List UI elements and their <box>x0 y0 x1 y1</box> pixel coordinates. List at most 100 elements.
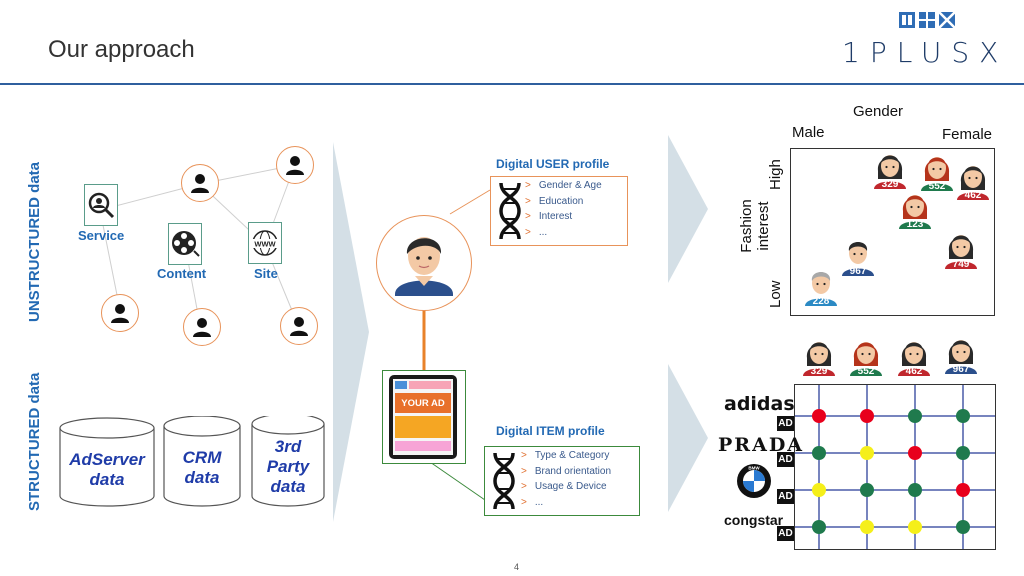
user-avatar: 967 <box>941 334 981 376</box>
matrix-dot <box>908 483 922 497</box>
person-icon <box>286 156 304 175</box>
user-node <box>101 294 139 332</box>
user-node <box>276 146 314 184</box>
item-profile-list: >Type & Category >Brand orientation >Usa… <box>521 448 611 510</box>
unstructured-data-label: UNSTRUCTURED data <box>26 161 43 322</box>
user-avatar: 462 <box>894 336 934 378</box>
matrix-dot <box>860 520 874 534</box>
site-label: Site <box>254 266 278 281</box>
matrix-dot <box>860 483 874 497</box>
svg-text:BMW: BMW <box>748 466 760 471</box>
person-icon <box>290 317 308 336</box>
woman-avatar-icon <box>803 342 835 376</box>
matrix-dot <box>908 446 922 460</box>
brand-congstar: congstar <box>724 512 784 528</box>
matrix-dot <box>956 446 970 460</box>
matrix-dot <box>860 446 874 460</box>
database-adserver: AdServer data <box>69 450 145 489</box>
matrix-dot <box>908 409 922 423</box>
dna-icon <box>493 452 515 510</box>
svg-text:WWW: WWW <box>254 240 276 249</box>
gender-label: Gender <box>853 103 904 120</box>
list-item: >Gender & Age <box>525 180 602 191</box>
user-profile-title: Digital USER profile <box>496 157 610 171</box>
chevron-arrow-icon <box>668 135 708 283</box>
ad-badge: AD <box>777 416 794 431</box>
woman-avatar-icon <box>874 155 906 189</box>
user-avatar: 123 <box>895 189 935 231</box>
page-number: 4 <box>514 562 520 572</box>
brand-bmw: BMW <box>737 464 771 498</box>
woman-avatar-icon <box>899 195 931 229</box>
person-icon <box>111 304 129 323</box>
globe-www-icon: WWW <box>251 230 279 256</box>
database-cylinders <box>59 416 325 507</box>
matrix-dot <box>860 409 874 423</box>
user-avatar-circle <box>376 215 472 311</box>
database-3rd-party: 3rd Party data <box>266 437 310 496</box>
chevron-arrow-icon <box>333 142 369 522</box>
service-node <box>84 184 118 226</box>
logo-text: 1PLUSX <box>842 36 1009 69</box>
user-avatar: 329 <box>870 149 910 191</box>
site-node: WWW <box>248 222 282 264</box>
user-id-label: 967 <box>952 364 970 375</box>
user-avatar: 552 <box>917 151 957 193</box>
user-id-label: 462 <box>964 190 982 201</box>
user-avatar: 228 <box>801 266 841 308</box>
tablet-screen: YOUR AD <box>393 379 453 455</box>
user-id-label: 967 <box>849 266 867 277</box>
man-avatar-icon <box>805 272 837 306</box>
brand-prada: PRADA <box>718 434 805 456</box>
list-item: >Usage & Device <box>521 481 607 492</box>
tablet-ad-frame: YOUR AD <box>382 370 466 464</box>
woman-avatar-icon <box>850 342 882 376</box>
user-id-label: 123 <box>906 219 924 230</box>
matrix-dot <box>956 520 970 534</box>
boy-avatar-icon <box>395 237 453 296</box>
user-id-label: 749 <box>952 259 970 270</box>
list-item: >... <box>521 496 544 508</box>
fashion-interest-label: Fashion interest <box>738 199 772 253</box>
item-profile-box: >Type & Category >Brand orientation >Usa… <box>484 446 640 516</box>
ad-badge: AD <box>777 526 794 541</box>
matrix-dot <box>956 483 970 497</box>
brand-adidas: adidas <box>724 393 795 415</box>
ad-badge: AD <box>777 489 794 504</box>
user-avatar: 552 <box>846 336 886 378</box>
logo-mark <box>899 11 959 29</box>
brand-user-matrix <box>794 384 996 550</box>
list-item: >... <box>525 226 548 238</box>
female-label: Female <box>942 126 993 143</box>
user-profile-list: >Gender & Age >Education >Interest >... <box>525 178 602 240</box>
header-divider <box>0 83 1024 85</box>
page-title: Our approach <box>48 36 195 63</box>
tablet-device: YOUR AD <box>389 375 457 459</box>
user-id-label: 329 <box>810 366 828 377</box>
matrix-dot <box>812 409 826 423</box>
user-node <box>181 164 219 202</box>
woman-avatar-icon <box>957 166 989 200</box>
person-icon <box>193 318 211 337</box>
male-label: Male <box>792 124 825 141</box>
user-node <box>183 308 221 346</box>
list-item: >Brand orientation <box>521 465 612 477</box>
item-profile-title: Digital ITEM profile <box>496 424 605 438</box>
user-node <box>280 307 318 345</box>
user-avatar: 462 <box>953 160 993 202</box>
your-ad-banner: YOUR AD <box>395 393 451 413</box>
list-item: >Interest <box>525 211 573 222</box>
woman-avatar-icon <box>945 235 977 269</box>
structured-data-label: STRUCTURED data <box>26 372 43 511</box>
matrix-dot <box>908 520 922 534</box>
low-label: Low <box>767 280 784 308</box>
user-avatar: 967 <box>838 236 878 278</box>
user-id-label: 552 <box>928 181 946 192</box>
user-profile-box: >Gender & Age >Education >Interest >... <box>490 176 628 246</box>
film-reel-icon <box>172 231 200 257</box>
man-avatar-icon <box>842 242 874 276</box>
woman-avatar-icon <box>945 340 977 374</box>
ad-badge: AD <box>777 452 794 467</box>
user-avatar: 749 <box>941 229 981 271</box>
matrix-dot <box>812 520 826 534</box>
